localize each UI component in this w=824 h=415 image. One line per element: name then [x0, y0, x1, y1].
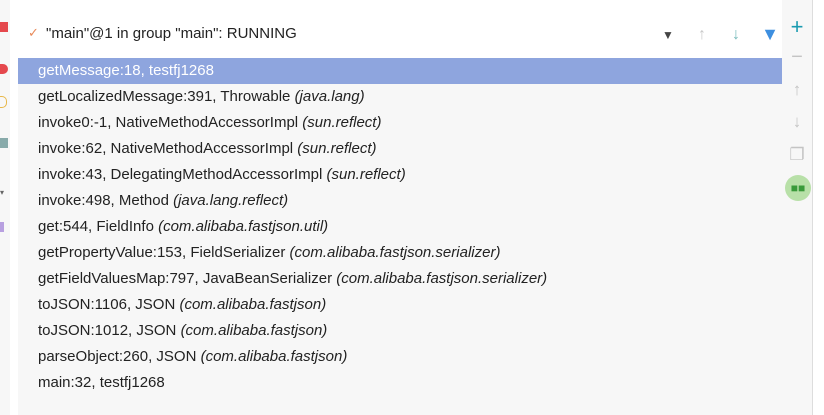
- frame-package: (sun.reflect): [302, 114, 382, 131]
- frame-row[interactable]: toJSON:1012, JSON (com.alibaba.fastjson): [18, 318, 782, 344]
- frame-package: (com.alibaba.fastjson.serializer): [336, 270, 548, 287]
- pin-icon[interactable]: [0, 222, 4, 232]
- dropdown-arrow-icon[interactable]: ▼: [662, 27, 674, 42]
- breakpoint-icon[interactable]: [0, 64, 8, 74]
- filter-icon[interactable]: ▼: [761, 24, 779, 44]
- frame-method: toJSON:1012, JSON: [38, 322, 181, 339]
- glasses-icon[interactable]: ■■: [785, 175, 811, 201]
- frame-row[interactable]: getMessage:18, testfj1268: [18, 58, 782, 84]
- frame-method: invoke:43, DelegatingMethodAccessorImpl: [38, 166, 327, 183]
- dropdown-icon[interactable]: ▾: [0, 188, 5, 197]
- frame-row[interactable]: getFieldValuesMap:797, JavaBeanSerialize…: [18, 266, 782, 292]
- frame-package: (com.alibaba.fastjson.util): [158, 218, 329, 235]
- frame-package: (com.alibaba.fastjson): [180, 322, 328, 339]
- previous-frame-icon[interactable]: ↑: [698, 25, 706, 43]
- frame-method: getMessage:18, testfj1268: [38, 62, 214, 79]
- frame-package: (sun.reflect): [326, 166, 406, 183]
- thread-selector[interactable]: ✓ "main"@1 in group "main": RUNNING ▼ ↑ …: [18, 14, 780, 52]
- stop-icon[interactable]: [0, 22, 8, 32]
- frame-row[interactable]: getLocalizedMessage:391, Throwable (java…: [18, 84, 782, 110]
- side-toolbar: + − ↑ ↓ ❐ ■■: [782, 0, 813, 415]
- camera-icon[interactable]: [0, 138, 8, 148]
- add-icon[interactable]: +: [790, 14, 804, 39]
- frame-method: invoke0:-1, NativeMethodAccessorImpl: [38, 114, 303, 131]
- frame-method: toJSON:1106, JSON: [38, 296, 180, 313]
- copy-icon[interactable]: ❐: [789, 145, 805, 164]
- frame-method: get:544, FieldInfo: [38, 218, 159, 235]
- frame-package: (java.lang.reflect): [173, 192, 289, 209]
- frame-package: (java.lang): [294, 88, 365, 105]
- frame-row[interactable]: invoke:43, DelegatingMethodAccessorImpl …: [18, 162, 782, 188]
- frame-package: (com.alibaba.fastjson.serializer): [289, 244, 501, 261]
- frame-method: parseObject:260, JSON: [38, 348, 201, 365]
- frame-row[interactable]: invoke0:-1, NativeMethodAccessorImpl (su…: [18, 110, 782, 136]
- frame-row[interactable]: invoke:498, Method (java.lang.reflect): [18, 188, 782, 214]
- thread-label: "main"@1 in group "main": RUNNING: [46, 24, 297, 42]
- frame-package: (com.alibaba.fastjson): [179, 296, 327, 313]
- frame-row[interactable]: get:544, FieldInfo (com.alibaba.fastjson…: [18, 214, 782, 240]
- frame-package: (sun.reflect): [297, 140, 377, 157]
- mute-breakpoints-icon[interactable]: [0, 96, 7, 108]
- frame-method: getLocalizedMessage:391, Throwable: [38, 88, 295, 105]
- move-up-icon[interactable]: ↑: [792, 80, 802, 99]
- frame-method: getPropertyValue:153, FieldSerializer: [38, 244, 290, 261]
- frame-method: invoke:62, NativeMethodAccessorImpl: [38, 140, 298, 157]
- frame-method: main:32, testfj1268: [38, 374, 165, 391]
- frame-row[interactable]: toJSON:1106, JSON (com.alibaba.fastjson): [18, 292, 782, 318]
- frame-method: getFieldValuesMap:797, JavaBeanSerialize…: [38, 270, 337, 287]
- frame-package: (com.alibaba.fastjson): [200, 348, 348, 365]
- frame-row[interactable]: parseObject:260, JSON (com.alibaba.fastj…: [18, 344, 782, 370]
- frame-method: invoke:498, Method: [38, 192, 174, 209]
- check-icon: ✓: [28, 25, 39, 40]
- frame-row[interactable]: getPropertyValue:153, FieldSerializer (c…: [18, 240, 782, 266]
- remove-icon[interactable]: −: [791, 46, 803, 68]
- frame-row[interactable]: invoke:62, NativeMethodAccessorImpl (sun…: [18, 136, 782, 162]
- next-frame-icon[interactable]: ↓: [732, 25, 740, 43]
- frames-list[interactable]: getMessage:18, testfj1268 getLocalizedMes…: [18, 58, 782, 415]
- move-down-icon[interactable]: ↓: [792, 112, 802, 131]
- left-gutter: ▾: [0, 0, 10, 415]
- frame-row[interactable]: main:32, testfj1268: [18, 370, 782, 396]
